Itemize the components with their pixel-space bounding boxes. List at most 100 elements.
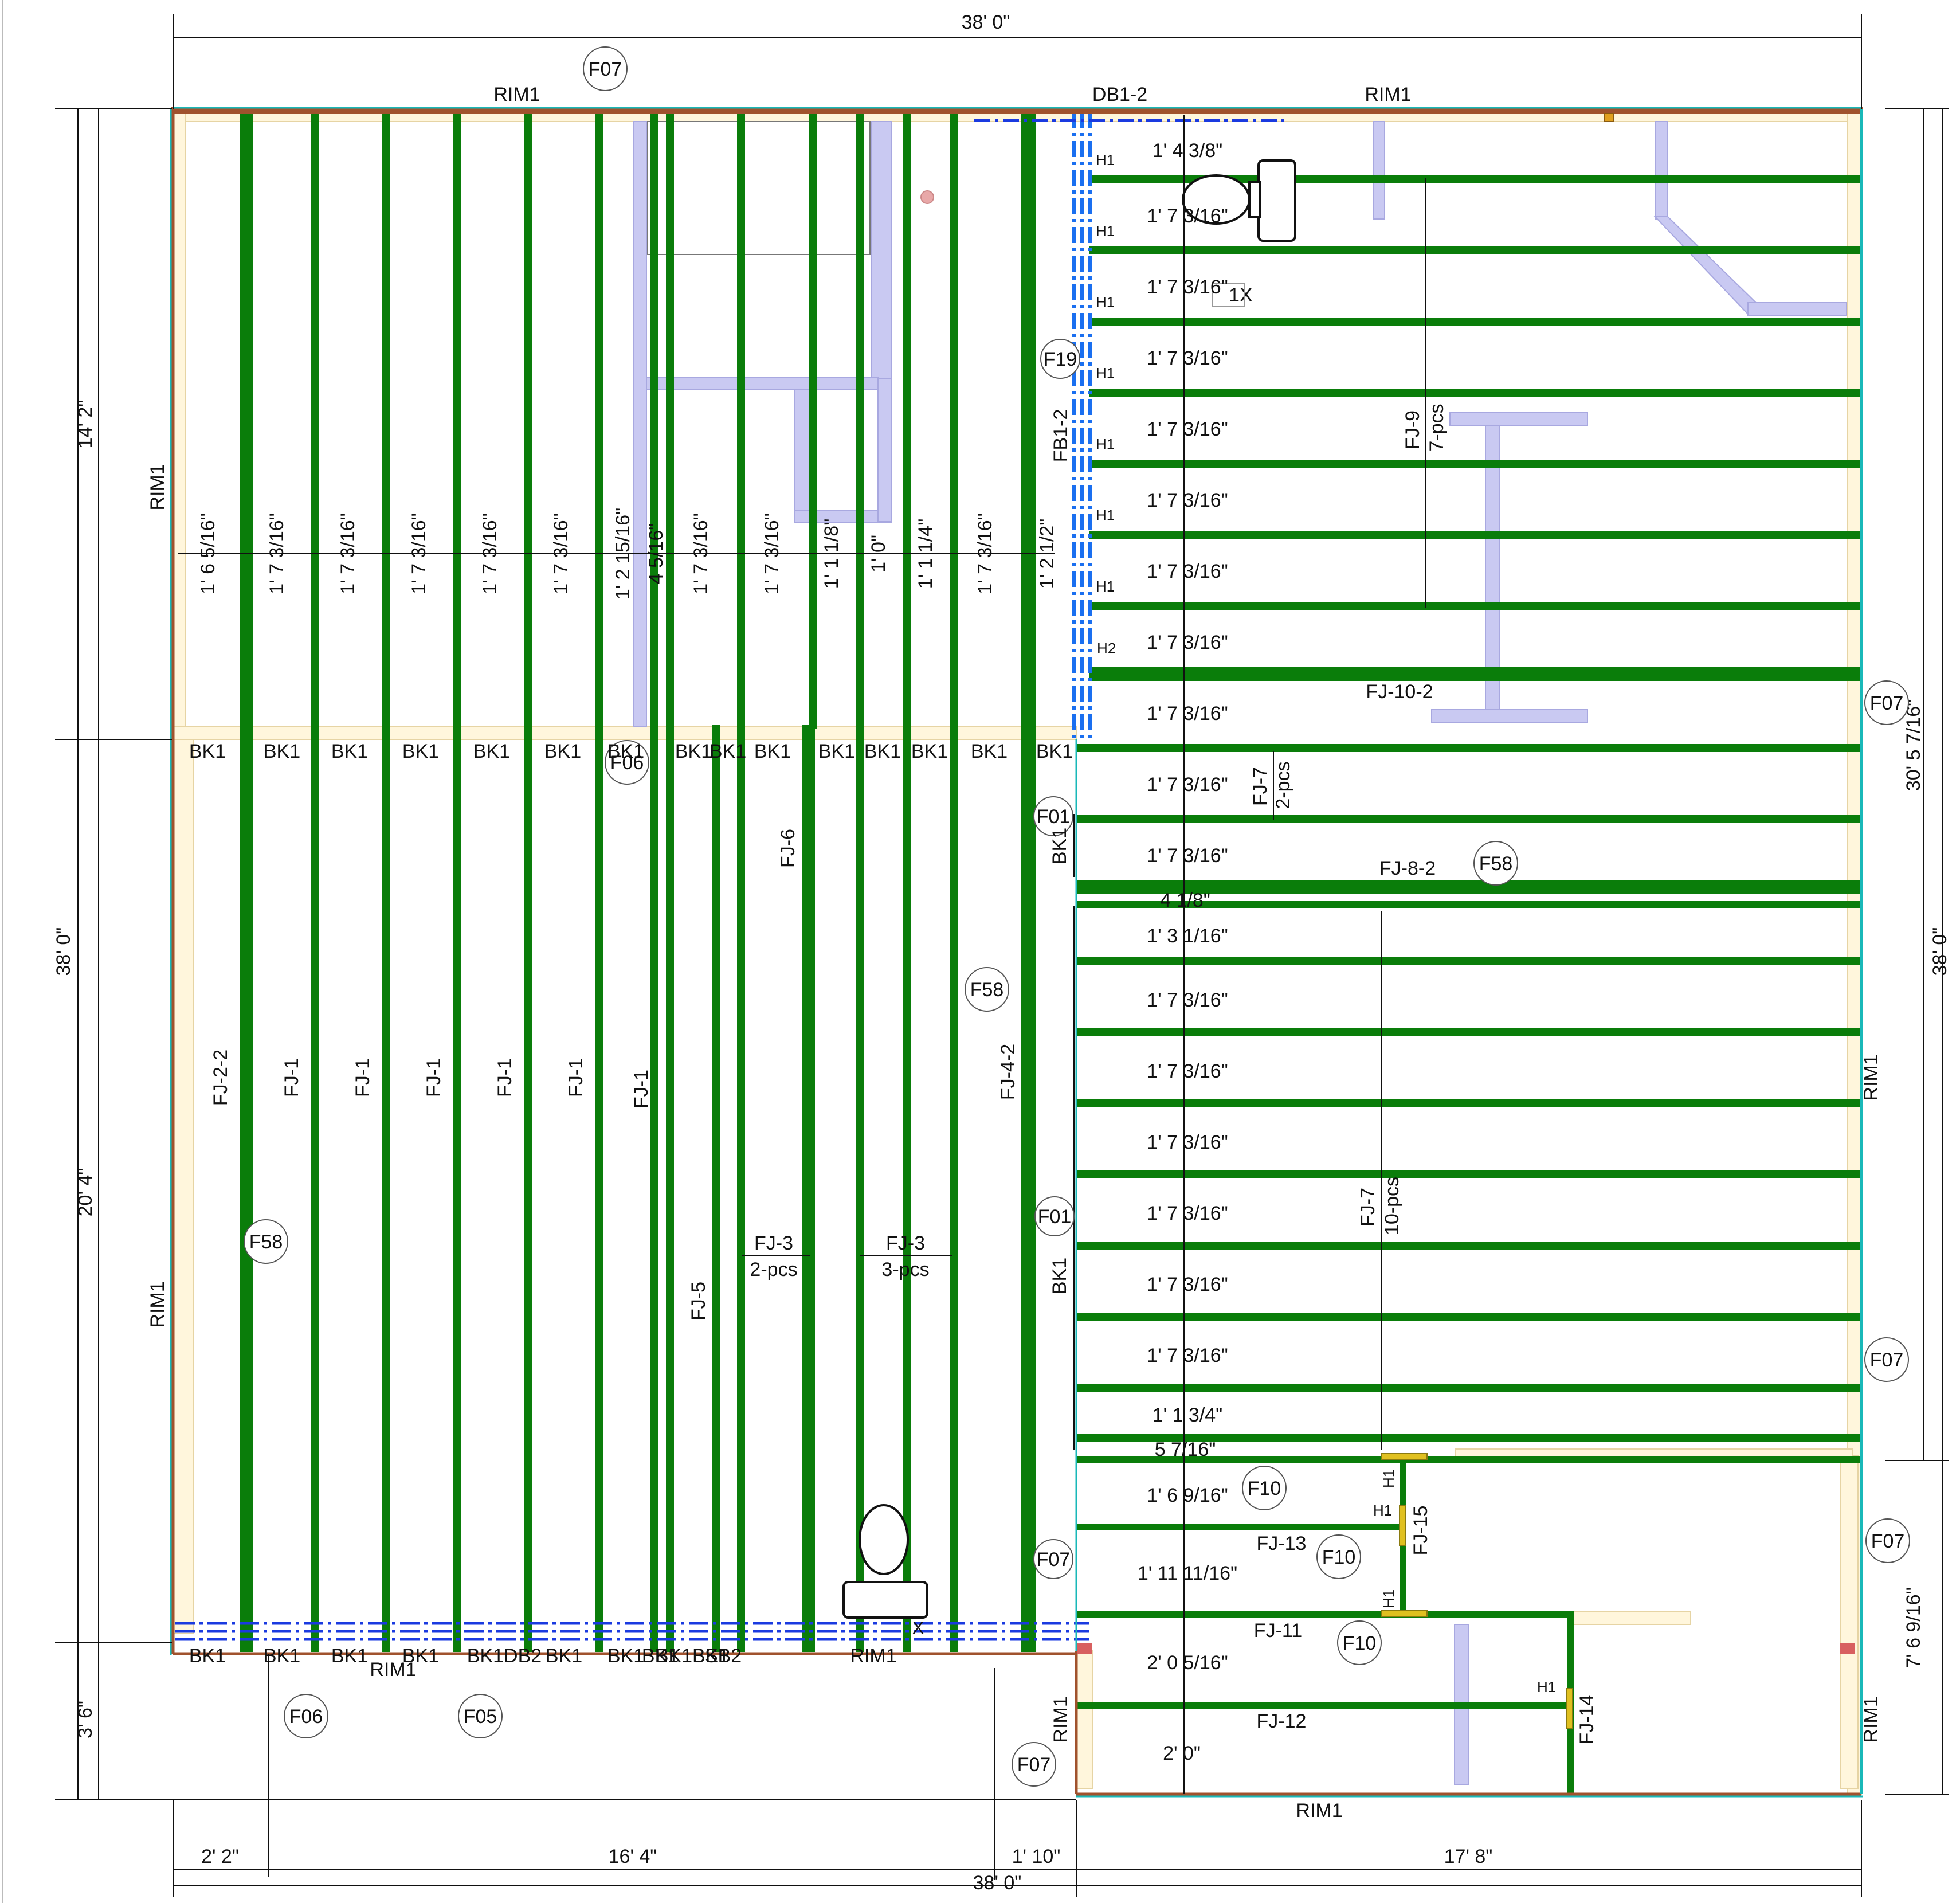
dim-bottom-seg-1: 2' 2"	[201, 1846, 239, 1867]
joist-fj2	[240, 110, 253, 1652]
joist	[1076, 1099, 1860, 1107]
callout-label: F19	[1044, 349, 1077, 370]
joist	[311, 110, 319, 1652]
duct	[871, 121, 892, 379]
dim-bottom: 38' 0"	[973, 1872, 1022, 1894]
vertical-spacing-labels: 1' 6 5/16" 1' 7 3/16" 1' 7 3/16" 1' 7 3/…	[197, 508, 1058, 600]
spacing-label: 1' 7 3/16"	[408, 513, 430, 594]
spacing-label: 2' 0 5/16"	[1147, 1652, 1228, 1674]
spacing-label: 1' 7 3/16"	[761, 513, 783, 594]
bk-label: BK1	[331, 1645, 368, 1667]
spacing-label: 1' 7 3/16"	[1147, 1060, 1228, 1082]
callout-label: F07	[1017, 1754, 1051, 1776]
duct	[1485, 425, 1500, 710]
toilet-lower	[842, 1504, 928, 1619]
spacing-label: 1' 3 1/16"	[1147, 925, 1228, 947]
callout-labels: F07 F19 F07 F06 F01 F58 F58 F01 F58 F07 …	[249, 58, 1905, 1776]
spacing-label: 1' 7 3/16"	[479, 513, 501, 594]
joist	[1089, 531, 1860, 539]
joist-label: 10-pcs	[1381, 1177, 1403, 1235]
joist	[1076, 901, 1860, 908]
callout-label: F01	[1038, 1206, 1072, 1228]
bk-label: BK1	[911, 741, 948, 762]
joist	[1089, 318, 1860, 326]
joist-fj13	[1076, 1524, 1406, 1530]
spacing-label: 1' 7 3/16"	[1147, 205, 1228, 227]
joist	[1089, 246, 1860, 254]
bk-label: BK1	[264, 741, 300, 762]
bk-label: BK1	[544, 741, 581, 762]
bk-label: BK1	[1036, 741, 1073, 762]
dim-bottom-seg-2: 16' 4"	[609, 1846, 657, 1867]
bk-label: BK1	[607, 741, 644, 762]
joist-fj10	[1089, 667, 1860, 681]
drop-beam-label: DB1-2	[1092, 84, 1147, 105]
bottom-block-labels: BK1 BK1 BK1 BK1 BK1DB2 BK1 BK1 BK1 BK1BK…	[189, 1645, 742, 1667]
joist-label: FJ-13	[1257, 1533, 1307, 1554]
hanger-marker-top-right	[1604, 113, 1614, 122]
joist	[809, 110, 817, 729]
sill-plate-left-upper	[173, 108, 186, 740]
spacing-label: 1' 7 3/16"	[266, 513, 288, 594]
spacing-label: 1' 7 3/16"	[1147, 1131, 1228, 1153]
joist	[1076, 1434, 1860, 1442]
bk-label: BK1	[675, 741, 712, 762]
spacing-label: 1' 2 1/2"	[1036, 519, 1058, 589]
dim-left-lower: 3' 6"	[75, 1701, 96, 1738]
fixture-box	[1212, 283, 1245, 307]
joist	[1076, 1384, 1860, 1392]
callout-label: F10	[1248, 1478, 1281, 1499]
bk-label: BK1	[546, 1645, 582, 1667]
joist-label: FJ-1	[630, 1070, 652, 1109]
joist-label: FJ-1	[423, 1058, 445, 1097]
joist	[950, 110, 958, 1652]
spacing-label: 1' 11 11/16"	[1138, 1563, 1237, 1584]
joist	[1076, 1242, 1860, 1250]
spacing-label: 1' 7 3/16"	[1147, 845, 1228, 867]
dim-top: 38' 0"	[962, 11, 1010, 33]
dim-right-total: 38' 0"	[1929, 927, 1951, 976]
hanger-label: H1	[1096, 293, 1115, 311]
callout-label: F07	[1871, 1530, 1905, 1552]
joist-label: FJ-9	[1402, 410, 1424, 449]
hanger-label: H1	[1380, 1589, 1397, 1608]
hanger-label: H1	[1373, 1502, 1392, 1519]
joist-labels: FJ-2-2 FJ-1 FJ-1 FJ-1 FJ-1 FJ-1 FJ-1 FJ-…	[210, 404, 1598, 1744]
joist-label: FJ-4-2	[997, 1044, 1019, 1100]
ductwork	[633, 121, 1847, 1785]
rim-label: RIM1	[1296, 1800, 1342, 1822]
rim-label: RIM1	[493, 84, 540, 105]
joist-label: FJ-1	[281, 1058, 303, 1097]
sill-plate-stub	[1570, 1611, 1691, 1625]
spacing-label: 1' 7 3/16"	[1147, 1274, 1228, 1295]
hanger-marker-right	[1840, 1643, 1855, 1654]
callout-label: F10	[1322, 1546, 1356, 1568]
bk-label: BK1	[642, 1645, 679, 1667]
spacing-label: 1' 1 1/8"	[821, 519, 842, 589]
spacing-label: 1' 7 3/16"	[1147, 1203, 1228, 1224]
bk-label: BK1	[971, 741, 1008, 762]
hanger-label: H1	[1096, 507, 1115, 524]
spacing-label: 1' 7 3/16"	[690, 513, 712, 594]
joist-label: FJ-1	[494, 1058, 516, 1097]
horizontal-spacing-labels: 1' 4 3/8" 1' 7 3/16" 1' 7 3/16" 1' 7 3/1…	[1138, 140, 1237, 1764]
joist-label: FJ-1	[352, 1058, 374, 1097]
bk-side-label: BK1	[1049, 828, 1071, 864]
callout-label: F06	[289, 1706, 323, 1728]
sill-plate-right-lower	[1840, 1455, 1859, 1789]
callout-circles	[244, 46, 1910, 1787]
rim-label: RIM1	[370, 1659, 416, 1681]
spacing-label: 1' 7 3/16"	[550, 513, 572, 594]
spacing-label: 1' 7 3/16"	[1147, 703, 1228, 725]
joist	[903, 110, 911, 1652]
marker-dot	[920, 190, 934, 204]
toilet-upper	[1182, 159, 1296, 242]
rim-boards	[170, 107, 1863, 1798]
spacing-label: 1' 1 1/4"	[915, 519, 936, 589]
callout-label: F58	[1479, 853, 1513, 875]
joist	[1076, 957, 1860, 965]
joist-label: FJ-7	[1357, 1188, 1379, 1227]
joist	[1076, 1028, 1860, 1036]
callout-label: F07	[589, 58, 622, 80]
joist	[1089, 460, 1860, 468]
